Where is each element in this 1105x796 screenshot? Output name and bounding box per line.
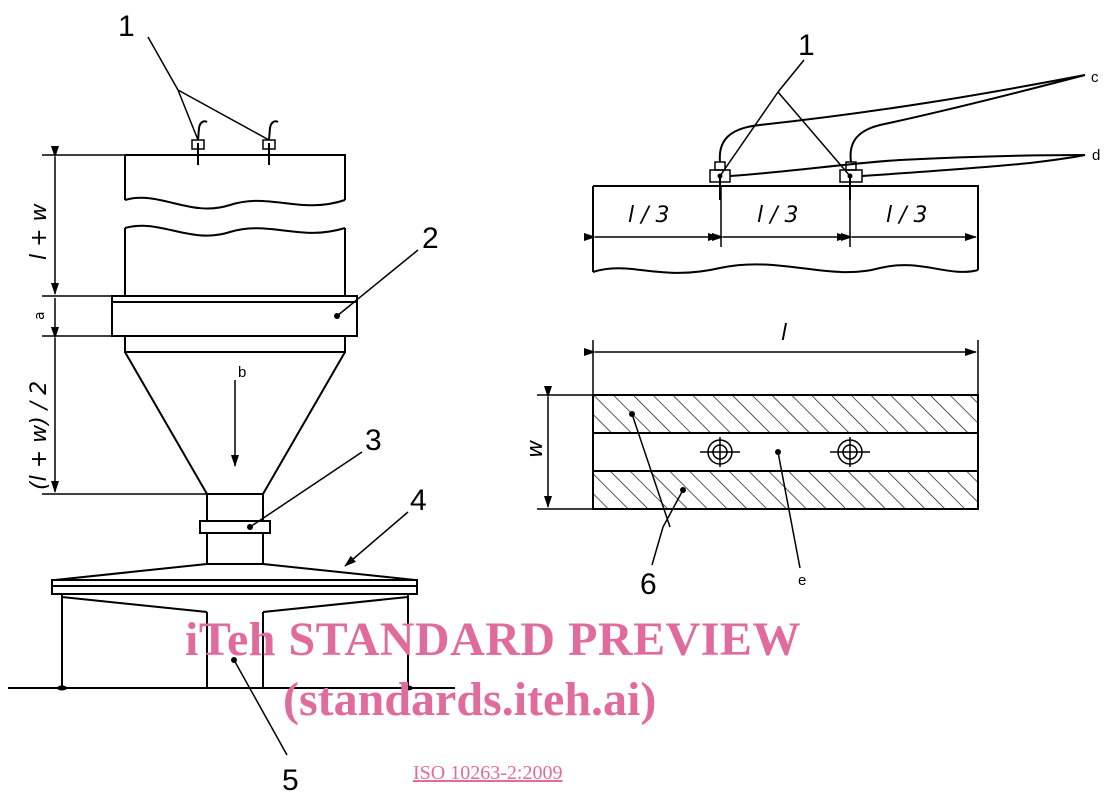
nozzle-symbol-left xyxy=(700,437,740,467)
nozzle-left xyxy=(191,120,208,165)
watermark-subtitle: (standards.iteh.ai) xyxy=(283,673,657,726)
dim-third-3: l / 3 xyxy=(886,203,928,228)
callout-4: 4 xyxy=(410,484,427,517)
callout-2: 2 xyxy=(422,222,439,255)
dim-l-plus-w: l + w xyxy=(27,202,52,260)
callout-6: 6 xyxy=(640,568,657,601)
dim-a: a xyxy=(32,311,48,320)
callout-d: d xyxy=(1092,147,1100,164)
nozzle-right xyxy=(262,120,279,165)
apparatus-side-view xyxy=(8,36,455,756)
dim-l: l xyxy=(781,321,787,346)
dim-third-2: l / 3 xyxy=(757,203,799,228)
watermark-title: iTeh STANDARD PREVIEW xyxy=(185,613,801,666)
dim-half: (l + w) / 2 xyxy=(27,381,52,490)
callout-c: c xyxy=(1091,69,1099,86)
callout-e: e xyxy=(798,572,806,589)
callout-1-right: 1 xyxy=(798,29,815,62)
standard-reference-link[interactable]: ISO 10263-2:2009 xyxy=(413,762,563,784)
dim-w: w xyxy=(523,439,548,458)
specimen-section-view xyxy=(537,340,979,569)
callout-1-left: 1 xyxy=(118,10,135,43)
nozzle-symbol-right xyxy=(830,437,870,467)
dim-third-1: l / 3 xyxy=(628,203,670,228)
callout-3: 3 xyxy=(365,424,382,457)
callout-b: b xyxy=(238,364,246,381)
callout-5: 5 xyxy=(282,764,299,796)
specimen-top-view xyxy=(584,59,1086,274)
